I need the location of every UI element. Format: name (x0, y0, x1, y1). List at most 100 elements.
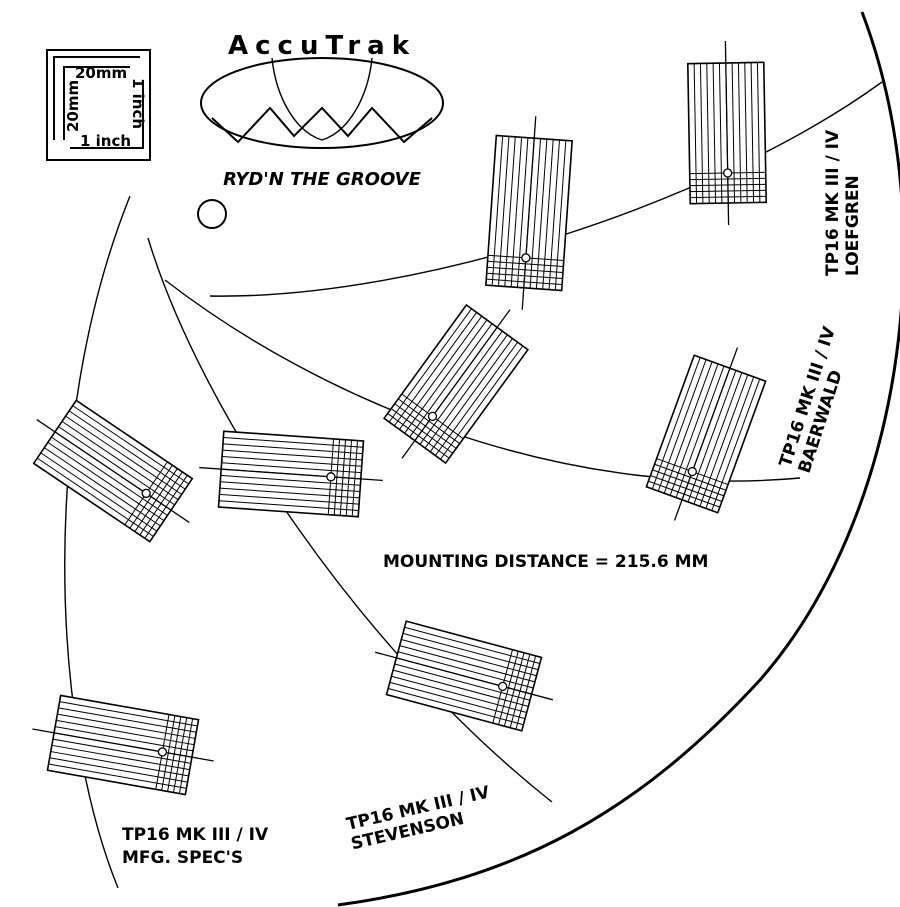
grid-line (68, 410, 186, 490)
grid-line (554, 140, 567, 291)
mfg-model-text: TP16 MK III / IV (122, 825, 269, 845)
grid-line (402, 632, 539, 671)
grid-line (693, 63, 698, 204)
grid-line (711, 378, 761, 511)
accutrak-logo: AccuTrak RYD'N THE GROOVE (200, 31, 444, 190)
grid-line (744, 62, 748, 203)
grid-line (221, 462, 362, 474)
null-point (141, 488, 151, 499)
null-point (326, 472, 336, 482)
grid-line (44, 447, 161, 527)
scale-gauge-inch-bracket (53, 56, 140, 140)
grid-line (48, 763, 187, 789)
grid-line (49, 757, 188, 783)
grid-line (404, 319, 488, 434)
grid-line (737, 62, 742, 203)
logo-stylus-curve (271, 57, 373, 141)
baerwald-label: TP16 MK III / IV BAERWALD (776, 324, 847, 476)
grid-line (222, 449, 363, 461)
grid-line (542, 139, 554, 290)
grid-line (693, 372, 743, 505)
grid-line (510, 137, 523, 287)
baerwald-grid-outer (645, 347, 767, 521)
grid-line (220, 481, 360, 493)
scale-gauge: 20mm 20mm 1 inch 1 inch (46, 49, 151, 161)
grid-line (72, 405, 190, 485)
grid-line (223, 437, 364, 448)
grid-line (52, 738, 191, 764)
grid-line (397, 651, 534, 689)
mfg-name-text: MFG. SPEC'S (122, 848, 243, 868)
grid-line (712, 63, 717, 204)
loefgren-model-text: TP16 MK III / IV (823, 129, 843, 276)
null-point (157, 747, 168, 757)
grid-line (47, 441, 165, 522)
mfg-grid-outer (32, 694, 214, 796)
grid-line (40, 452, 158, 532)
loefgren-name-text: LOEFGREN (843, 175, 863, 276)
grid-line (718, 63, 723, 204)
grid-line (675, 365, 725, 498)
grid-line (58, 426, 175, 506)
grid-line (51, 436, 168, 516)
platter-edge-arc (337, 11, 900, 907)
grid-line (222, 443, 363, 455)
grid-line (663, 361, 713, 494)
grid-axis (401, 309, 511, 459)
scale-mm-side: 20mm (64, 80, 82, 132)
loefgren-grid-outer (686, 41, 768, 225)
grid-line (218, 500, 359, 511)
grid-line (705, 376, 755, 509)
grid-line (388, 308, 472, 423)
grid-line (687, 370, 737, 503)
grid-line (58, 707, 197, 733)
grid-line (50, 751, 189, 777)
grid-line (657, 359, 707, 492)
grid-line (388, 687, 524, 726)
grid-line (394, 663, 531, 701)
mfg-grid-inner (32, 399, 194, 543)
grid-axis (199, 466, 383, 482)
scale-mm-top: 20mm (75, 64, 127, 82)
grid-line (651, 357, 701, 490)
grid-line (669, 363, 719, 496)
alignment-grids (32, 41, 768, 796)
grid-line (220, 474, 361, 486)
grid-line (497, 136, 510, 287)
grid-line (401, 639, 537, 677)
grid-line (516, 137, 529, 288)
grid-line (409, 323, 493, 438)
spindle-hole (197, 199, 227, 229)
grid-line (731, 62, 736, 203)
baerwald-grid-inner (382, 303, 530, 465)
grid-line (393, 312, 478, 427)
stevenson-grid-outer (374, 620, 554, 732)
grid-axis (32, 728, 214, 762)
grid-axis (673, 347, 739, 521)
scale-gauge-inner (70, 80, 144, 149)
loefgren-label: TP16 MK III / IV LOEFGREN (823, 129, 863, 276)
logo-groove-zigzag (211, 106, 433, 144)
grid-axis (521, 116, 537, 310)
grid-line (36, 457, 154, 537)
scale-gauge-mm-bracket (63, 66, 130, 140)
logo-tagline: RYD'N THE GROOVE (223, 169, 421, 190)
scale-inch-bottom: 1 inch (80, 132, 131, 150)
mounting-distance-label: MOUNTING DISTANCE = 215.6 MM (383, 552, 708, 572)
grid-line (61, 420, 179, 501)
stevenson-arc (147, 237, 553, 803)
grid-line (404, 626, 540, 665)
mfg-label: TP16 MK III / IV MFG. SPEC'S (122, 825, 269, 868)
grid-line (419, 330, 503, 445)
grid-line (699, 63, 704, 204)
null-point (521, 253, 531, 263)
grid-line (56, 719, 195, 746)
grid-line (491, 135, 504, 286)
grid-line (389, 681, 526, 720)
loefgren-grid-inner (485, 116, 573, 310)
grid-line (699, 374, 749, 507)
grid-axis (374, 651, 554, 701)
grid-line (548, 139, 561, 290)
